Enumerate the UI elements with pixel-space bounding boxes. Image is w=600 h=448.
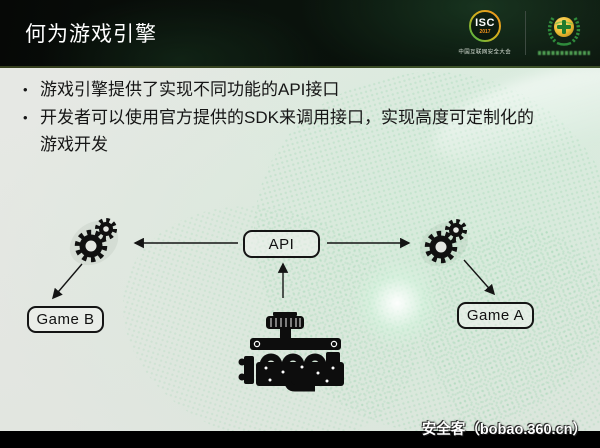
arrow-gears-to-game-a (463, 259, 496, 296)
game-b-node: Game B (27, 306, 104, 333)
engine-icon (238, 312, 344, 392)
bullet-item: 开发者可以使用官方提供的SDK来调用接口，实现高度可定制化的游戏开发 (22, 104, 534, 159)
background-dot-mesh (91, 169, 449, 448)
background-glow-spot (352, 258, 442, 348)
isc-logo-caption: 中国互联网安全大会 (458, 49, 512, 56)
isc-ring-icon: ISC 2017 (468, 9, 502, 43)
footer-bar (0, 431, 600, 448)
watermark-text: 安全客（bobao.360.cn） (421, 422, 587, 438)
org-logo-caption (538, 50, 590, 55)
game-a-node: Game A (457, 302, 534, 329)
bullet-list: 游戏引擎提供了实现不同功能的API接口 开发者可以使用官方提供的SDK来调用接口… (22, 76, 534, 159)
slide-header: 何为游戏引擎 ISC 2017 (0, 0, 600, 68)
api-node: API (243, 230, 320, 258)
wreath-shield-logo (534, 12, 594, 55)
header-logos: ISC 2017 中国互联网安全大会 (453, 9, 594, 57)
isc-logo-text: ISC (475, 16, 495, 29)
bullet-item: 游戏引擎提供了实现不同功能的API接口 (22, 76, 534, 104)
arrow-gears-to-game-b (51, 263, 83, 300)
isc-logo-year: 2017 (479, 28, 491, 35)
laurel-wreath-icon (547, 16, 581, 46)
slide-title: 何为游戏引擎 (25, 23, 157, 46)
logo-divider (525, 11, 526, 55)
gears-icon-left (69, 217, 119, 266)
gears-icon-right (419, 218, 469, 267)
isc-2017-logo: ISC 2017 中国互联网安全大会 (453, 9, 517, 57)
